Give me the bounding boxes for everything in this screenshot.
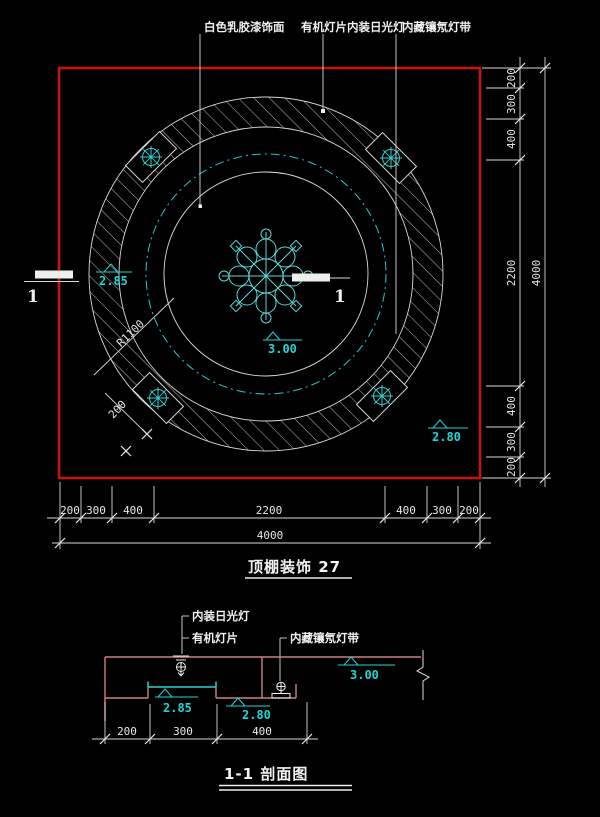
elevation-value: 2.80 — [432, 430, 461, 444]
inner-circle — [163, 171, 369, 377]
callout-lamp-panel: 有机灯片 — [192, 631, 238, 645]
callout-lamp-panel: 有机灯片内装日光灯 — [301, 20, 405, 34]
plan-title-block: 顶棚装饰 27 — [245, 558, 352, 579]
light-fixture-icon — [380, 147, 402, 169]
section-cut-marker-left: 1 — [24, 270, 79, 307]
dim-total: 4000 — [530, 260, 543, 287]
ring-light-symbols — [140, 146, 402, 409]
dim-value: 400 — [505, 129, 518, 149]
section-view: 内装日光灯 有机灯片 内藏镶氖灯带 — [92, 609, 430, 791]
elevation-marker-recess: 2.85 — [155, 688, 198, 715]
section-number: 1 — [27, 287, 39, 307]
elevation-marker-285: 2.85 — [96, 263, 132, 288]
plan-right-dims: 200 300 400 2200 400 300 200 4000 — [482, 57, 551, 487]
fluorescent-lamp-icon — [173, 655, 189, 677]
dim-total: 4000 — [257, 529, 284, 542]
dim-value: 200 — [459, 504, 479, 517]
light-fixture-icon — [371, 385, 393, 407]
callout-paint: 白色乳胶漆饰面 — [204, 20, 285, 34]
neon-strip-circle — [145, 153, 387, 395]
elevation-marker-300: 3.00 — [263, 331, 302, 356]
section-cut-marker-right: 1 — [292, 273, 350, 307]
dim-value: 400 — [396, 504, 416, 517]
section-number: 1 — [334, 287, 346, 307]
dim-value: 200 — [60, 504, 80, 517]
section-title: 1-1 剖面图 — [224, 765, 308, 783]
dim-value: 300 — [173, 725, 193, 738]
dim-value: 2200 — [505, 260, 518, 287]
elevation-value: 3.00 — [350, 668, 379, 682]
dim-value: 200 — [117, 725, 137, 738]
dim-value: 300 — [505, 94, 518, 114]
dim-value: 200 — [505, 457, 518, 477]
dim-value: 400 — [123, 504, 143, 517]
dim-value: 300 — [86, 504, 106, 517]
break-line — [416, 650, 430, 700]
elevation-value: 3.00 — [268, 342, 297, 356]
elevation-marker-ledge: 2.80 — [226, 697, 271, 722]
plan-title: 顶棚装饰 27 — [248, 558, 341, 576]
plan-callouts: 白色乳胶漆饰面 有机灯片内装日光灯 内藏镶氖灯带 — [198, 20, 471, 334]
section-dims: 200 300 400 — [92, 702, 318, 745]
dim-value: 2200 — [256, 504, 283, 517]
elevation-marker-ceiling: 3.00 — [338, 656, 395, 682]
neon-lamp-icon — [271, 681, 291, 699]
callout-fluorescent: 内装日光灯 — [192, 609, 250, 623]
dim-value: 200 — [505, 68, 518, 88]
callout-neon-strip: 内藏镶氖灯带 — [402, 20, 471, 34]
elevation-marker-280: 2.80 — [428, 419, 468, 444]
lamp-panel-line — [147, 681, 217, 688]
light-fixture-icon — [140, 146, 162, 168]
plan-view: 1 1 2.85 3.00 2.80 R1100 — [24, 20, 551, 579]
section-callouts: 内装日光灯 有机灯片 内藏镶氖灯带 — [181, 609, 359, 681]
elevation-value: 2.85 — [163, 701, 192, 715]
section-title-block: 1-1 剖面图 — [219, 765, 352, 791]
light-fixture-icon — [147, 387, 169, 409]
elevation-value: 2.80 — [242, 708, 271, 722]
dim-value: 300 — [432, 504, 452, 517]
dim-value: 300 — [505, 432, 518, 452]
elevation-value: 2.85 — [99, 274, 128, 288]
plan-bottom-dims: 200 300 400 2200 400 300 200 4000 — [47, 482, 491, 549]
callout-neon-strip: 内藏镶氖灯带 — [290, 631, 359, 645]
dim-value: 400 — [505, 396, 518, 416]
dim-value: 400 — [252, 725, 272, 738]
